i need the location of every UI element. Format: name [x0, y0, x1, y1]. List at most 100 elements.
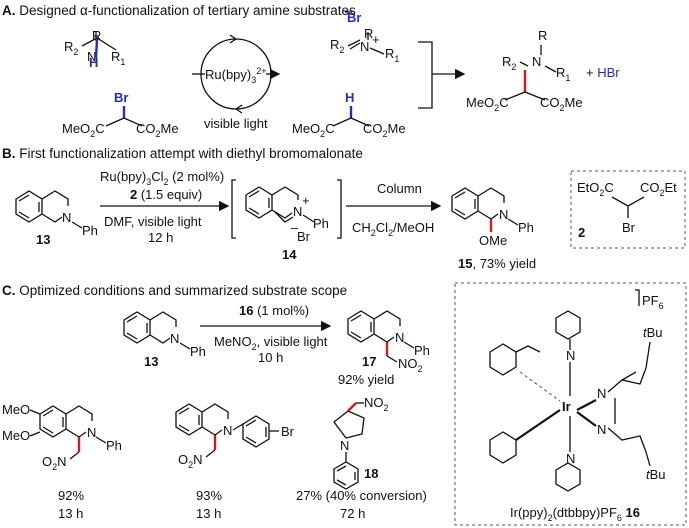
svg-text:MeO2C: MeO2C	[292, 121, 335, 139]
svg-text:12 h: 12 h	[148, 230, 173, 245]
svg-text:72 h: 72 h	[340, 506, 365, 521]
thiq-13-b: N Ph 13	[15, 190, 98, 247]
svg-text:R2: R2	[64, 39, 78, 57]
svg-text:NO2: NO2	[364, 395, 389, 413]
svg-text:tBu: tBu	[643, 325, 663, 340]
svg-text:MeO: MeO	[2, 402, 30, 417]
svg-text:MeO2C: MeO2C	[466, 95, 509, 113]
svg-text:visible light: visible light	[204, 116, 268, 131]
svg-text:N: N	[566, 348, 575, 363]
svg-text:Ph: Ph	[190, 344, 206, 359]
conditions-column: Column CH2Cl2/MeOH	[346, 181, 442, 238]
svg-text:16 (1 mol%): 16 (1 mol%)	[239, 303, 309, 318]
svg-text:R: R	[364, 26, 373, 41]
svg-text:R2: R2	[502, 54, 516, 72]
product-a: R R2 N R1 MeO2C CO2Me	[466, 28, 583, 113]
svg-text:92%: 92%	[58, 488, 84, 503]
svg-text:O2N: O2N	[42, 454, 67, 472]
bromomalonate-a: Br MeO2C CO2Me	[62, 90, 179, 139]
svg-text:CO2Me: CO2Me	[540, 95, 583, 113]
svg-text:CO2Me: CO2Me	[136, 121, 179, 139]
scope-compound-18: N NO2 18 18 27% (40% conversion) 72 h	[296, 395, 427, 521]
svg-text:Ir: Ir	[562, 399, 571, 414]
svg-text:2: 2	[578, 225, 585, 240]
svg-text:tBu: tBu	[646, 467, 666, 482]
svg-text:H: H	[345, 90, 354, 105]
iminium-14: N + Ph Br – 14	[231, 179, 342, 262]
svg-text:O2N: O2N	[178, 452, 203, 470]
scope-compound-1: MeO MeO N Ph O2N 92% 13 h	[2, 402, 122, 521]
svg-text:92% yield: 92% yield	[338, 372, 394, 387]
svg-text:N: N	[360, 39, 369, 54]
svg-text:Ru(bpy)3Cl2 (2 mol%): Ru(bpy)3Cl2 (2 mol%)	[100, 169, 224, 187]
svg-text:13: 13	[36, 232, 50, 247]
svg-text:+: +	[302, 193, 310, 208]
svg-text:DMF, visible light: DMF, visible light	[104, 214, 202, 229]
svg-text:10 h: 10 h	[258, 350, 283, 365]
svg-text:MeO2C: MeO2C	[62, 121, 105, 139]
svg-text:Ph: Ph	[518, 220, 534, 235]
svg-text:Ph: Ph	[313, 216, 329, 231]
svg-text:N: N	[597, 386, 606, 401]
svg-text:Br: Br	[281, 424, 295, 439]
svg-text:R1: R1	[111, 49, 125, 67]
svg-text:NO2: NO2	[398, 356, 423, 374]
svg-text:17: 17	[362, 354, 376, 369]
catalyst-16-box: PF6 Ir N N N N tBu tBu Ir(ppy)2(dtbbpy)P…	[454, 282, 687, 526]
svg-text:18: 18	[364, 466, 378, 481]
svg-text:N: N	[62, 210, 71, 225]
svg-text:N: N	[499, 207, 508, 222]
conditions-c: 16 (1 mol%) MeNO2, visible light 10 h	[200, 303, 332, 365]
svg-text:Column: Column	[377, 181, 422, 196]
svg-text:Br: Br	[347, 10, 361, 25]
svg-text:13 h: 13 h	[196, 506, 221, 521]
photocatalytic-cycle: Ru(bpy)32+ visible light	[192, 34, 281, 131]
svg-text:Br: Br	[622, 220, 636, 235]
svg-text:N: N	[340, 438, 349, 453]
svg-text:EtO2C: EtO2C	[577, 180, 614, 198]
svg-text:13 h: 13 h	[58, 506, 83, 521]
scope-compound-2: N Br O2N 93% 13 h	[175, 403, 295, 521]
svg-text:Ph: Ph	[82, 223, 98, 238]
svg-text:CO2Me: CO2Me	[363, 121, 406, 139]
svg-text:N: N	[293, 204, 302, 219]
svg-text:+: +	[372, 32, 380, 47]
section-a-title: A. Designed α-functionalization of terti…	[2, 3, 356, 18]
svg-text:N: N	[597, 422, 606, 437]
svg-text:N: N	[223, 423, 232, 438]
thiq-13-c: N Ph 13	[123, 311, 206, 369]
svg-text:93%: 93%	[196, 488, 222, 503]
svg-text:15, 73% yield: 15, 73% yield	[458, 256, 536, 271]
svg-text:–: –	[291, 220, 299, 235]
svg-text:R1: R1	[385, 46, 399, 64]
iminium-a: Br R R2 N + R1	[330, 10, 399, 64]
svg-text:Br: Br	[297, 229, 311, 244]
section-c-title: C. Optimized conditions and summarized s…	[2, 283, 347, 298]
svg-text:Ru(bpy)32+: Ru(bpy)32+	[205, 66, 267, 85]
svg-text:N: N	[532, 54, 541, 69]
svg-text:CO2Et: CO2Et	[640, 180, 677, 198]
svg-text:N: N	[87, 425, 96, 440]
svg-text:CH2Cl2/MeOH: CH2Cl2/MeOH	[352, 220, 434, 238]
svg-text:27% (40% conversion): 27% (40% conversion)	[296, 488, 427, 503]
svg-text:N: N	[87, 49, 96, 64]
svg-text:MeO: MeO	[2, 428, 30, 443]
conditions-b: Ru(bpy)3Cl2 (2 mol%) 2 (1.5 equiv) DMF, …	[100, 169, 230, 245]
malonate-a: H MeO2C CO2Me	[292, 90, 406, 139]
svg-text:14: 14	[282, 247, 297, 262]
plus-hbr: + HBr	[586, 65, 620, 80]
amine-substrate: R R2 N H R1	[64, 28, 125, 70]
svg-text:Ph: Ph	[414, 343, 430, 358]
svg-text:R2: R2	[330, 37, 344, 55]
svg-text:H: H	[89, 55, 98, 70]
svg-text:2 (1.5 equiv): 2 (1.5 equiv)	[130, 187, 202, 202]
product-17: N Ph NO2 17 92% yield	[338, 310, 430, 387]
svg-text:13: 13	[144, 354, 158, 369]
svg-text:Ir(ppy)2(dtbbpy)PF6 16: Ir(ppy)2(dtbbpy)PF6 16	[510, 505, 640, 523]
svg-text:PF6: PF6	[642, 293, 664, 311]
svg-text:N: N	[566, 451, 575, 466]
svg-text:Br: Br	[114, 90, 128, 105]
product-15: N Ph OMe 15, 73% yield	[451, 187, 536, 271]
svg-text:N: N	[395, 330, 404, 345]
